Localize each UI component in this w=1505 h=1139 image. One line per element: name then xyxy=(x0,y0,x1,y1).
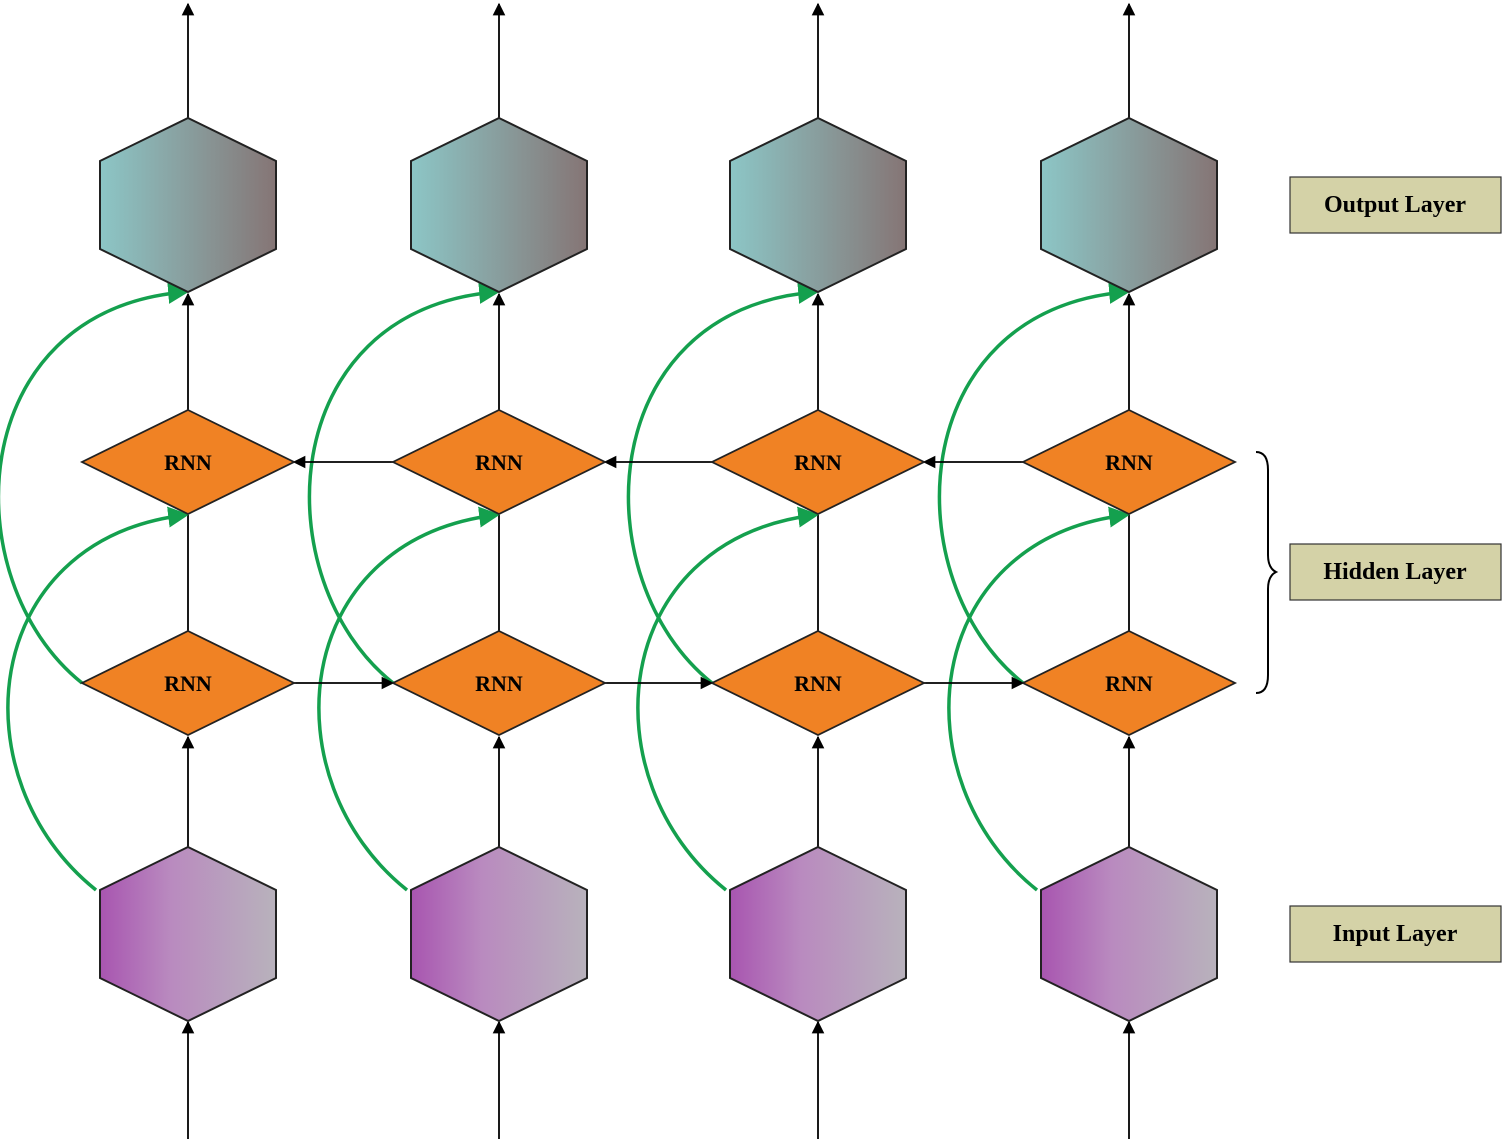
rnn-upper-node-1 xyxy=(79,408,297,516)
rnn-upper-node-4 xyxy=(1020,408,1238,516)
rnn-lower-label-3: RNN xyxy=(794,671,842,696)
rnn-lower-node-3 xyxy=(709,629,927,737)
rnn-upper-label-3: RNN xyxy=(794,450,842,475)
nodes: RNN RNN RNN RNN RNN RNN RNN RNN xyxy=(79,116,1238,1023)
output-node-1 xyxy=(99,116,277,294)
output-node-2 xyxy=(410,116,588,294)
connections xyxy=(0,2,1136,1139)
output-layer-label: Output Layer xyxy=(1289,176,1502,234)
input-node-1 xyxy=(99,845,277,1023)
skip-input-to-rnn2-4 xyxy=(947,506,1131,892)
svg-text:Input Layer: Input Layer xyxy=(1333,921,1458,947)
output-node-3 xyxy=(729,116,907,294)
skip-rnn1-to-output-4 xyxy=(937,282,1131,685)
rnn-upper-node-3 xyxy=(709,408,927,516)
skip-rnn1-to-output-1 xyxy=(0,282,190,685)
rnn-upper-label-4: RNN xyxy=(1105,450,1153,475)
rnn-lower-label-1: RNN xyxy=(164,671,212,696)
svg-text:Hidden Layer: Hidden Layer xyxy=(1323,559,1467,585)
input-node-2 xyxy=(410,845,588,1023)
input-layer-label: Input Layer xyxy=(1289,905,1502,963)
rnn-lower-label-2: RNN xyxy=(475,671,523,696)
svg-text:Output Layer: Output Layer xyxy=(1324,192,1466,218)
rnn-lower-node-4 xyxy=(1020,629,1238,737)
hidden-layer-brace xyxy=(1255,451,1279,694)
input-node-4 xyxy=(1040,845,1218,1023)
skip-input-to-rnn2-2 xyxy=(317,506,501,892)
rnn-lower-label-4: RNN xyxy=(1105,671,1153,696)
rnn-lower-node-2 xyxy=(390,629,608,737)
skip-input-to-rnn2-3 xyxy=(636,506,820,892)
rnn-upper-label-2: RNN xyxy=(475,450,523,475)
skip-rnn1-to-output-3 xyxy=(626,282,820,685)
hidden-layer-label: Hidden Layer xyxy=(1289,543,1502,601)
output-node-4 xyxy=(1040,116,1218,294)
skip-input-to-rnn2-1 xyxy=(6,506,190,892)
rnn-upper-label-1: RNN xyxy=(164,450,212,475)
input-node-3 xyxy=(729,845,907,1023)
rnn-lower-node-1 xyxy=(79,629,297,737)
skip-rnn1-to-output-2 xyxy=(307,282,501,685)
rnn-upper-node-2 xyxy=(390,408,608,516)
